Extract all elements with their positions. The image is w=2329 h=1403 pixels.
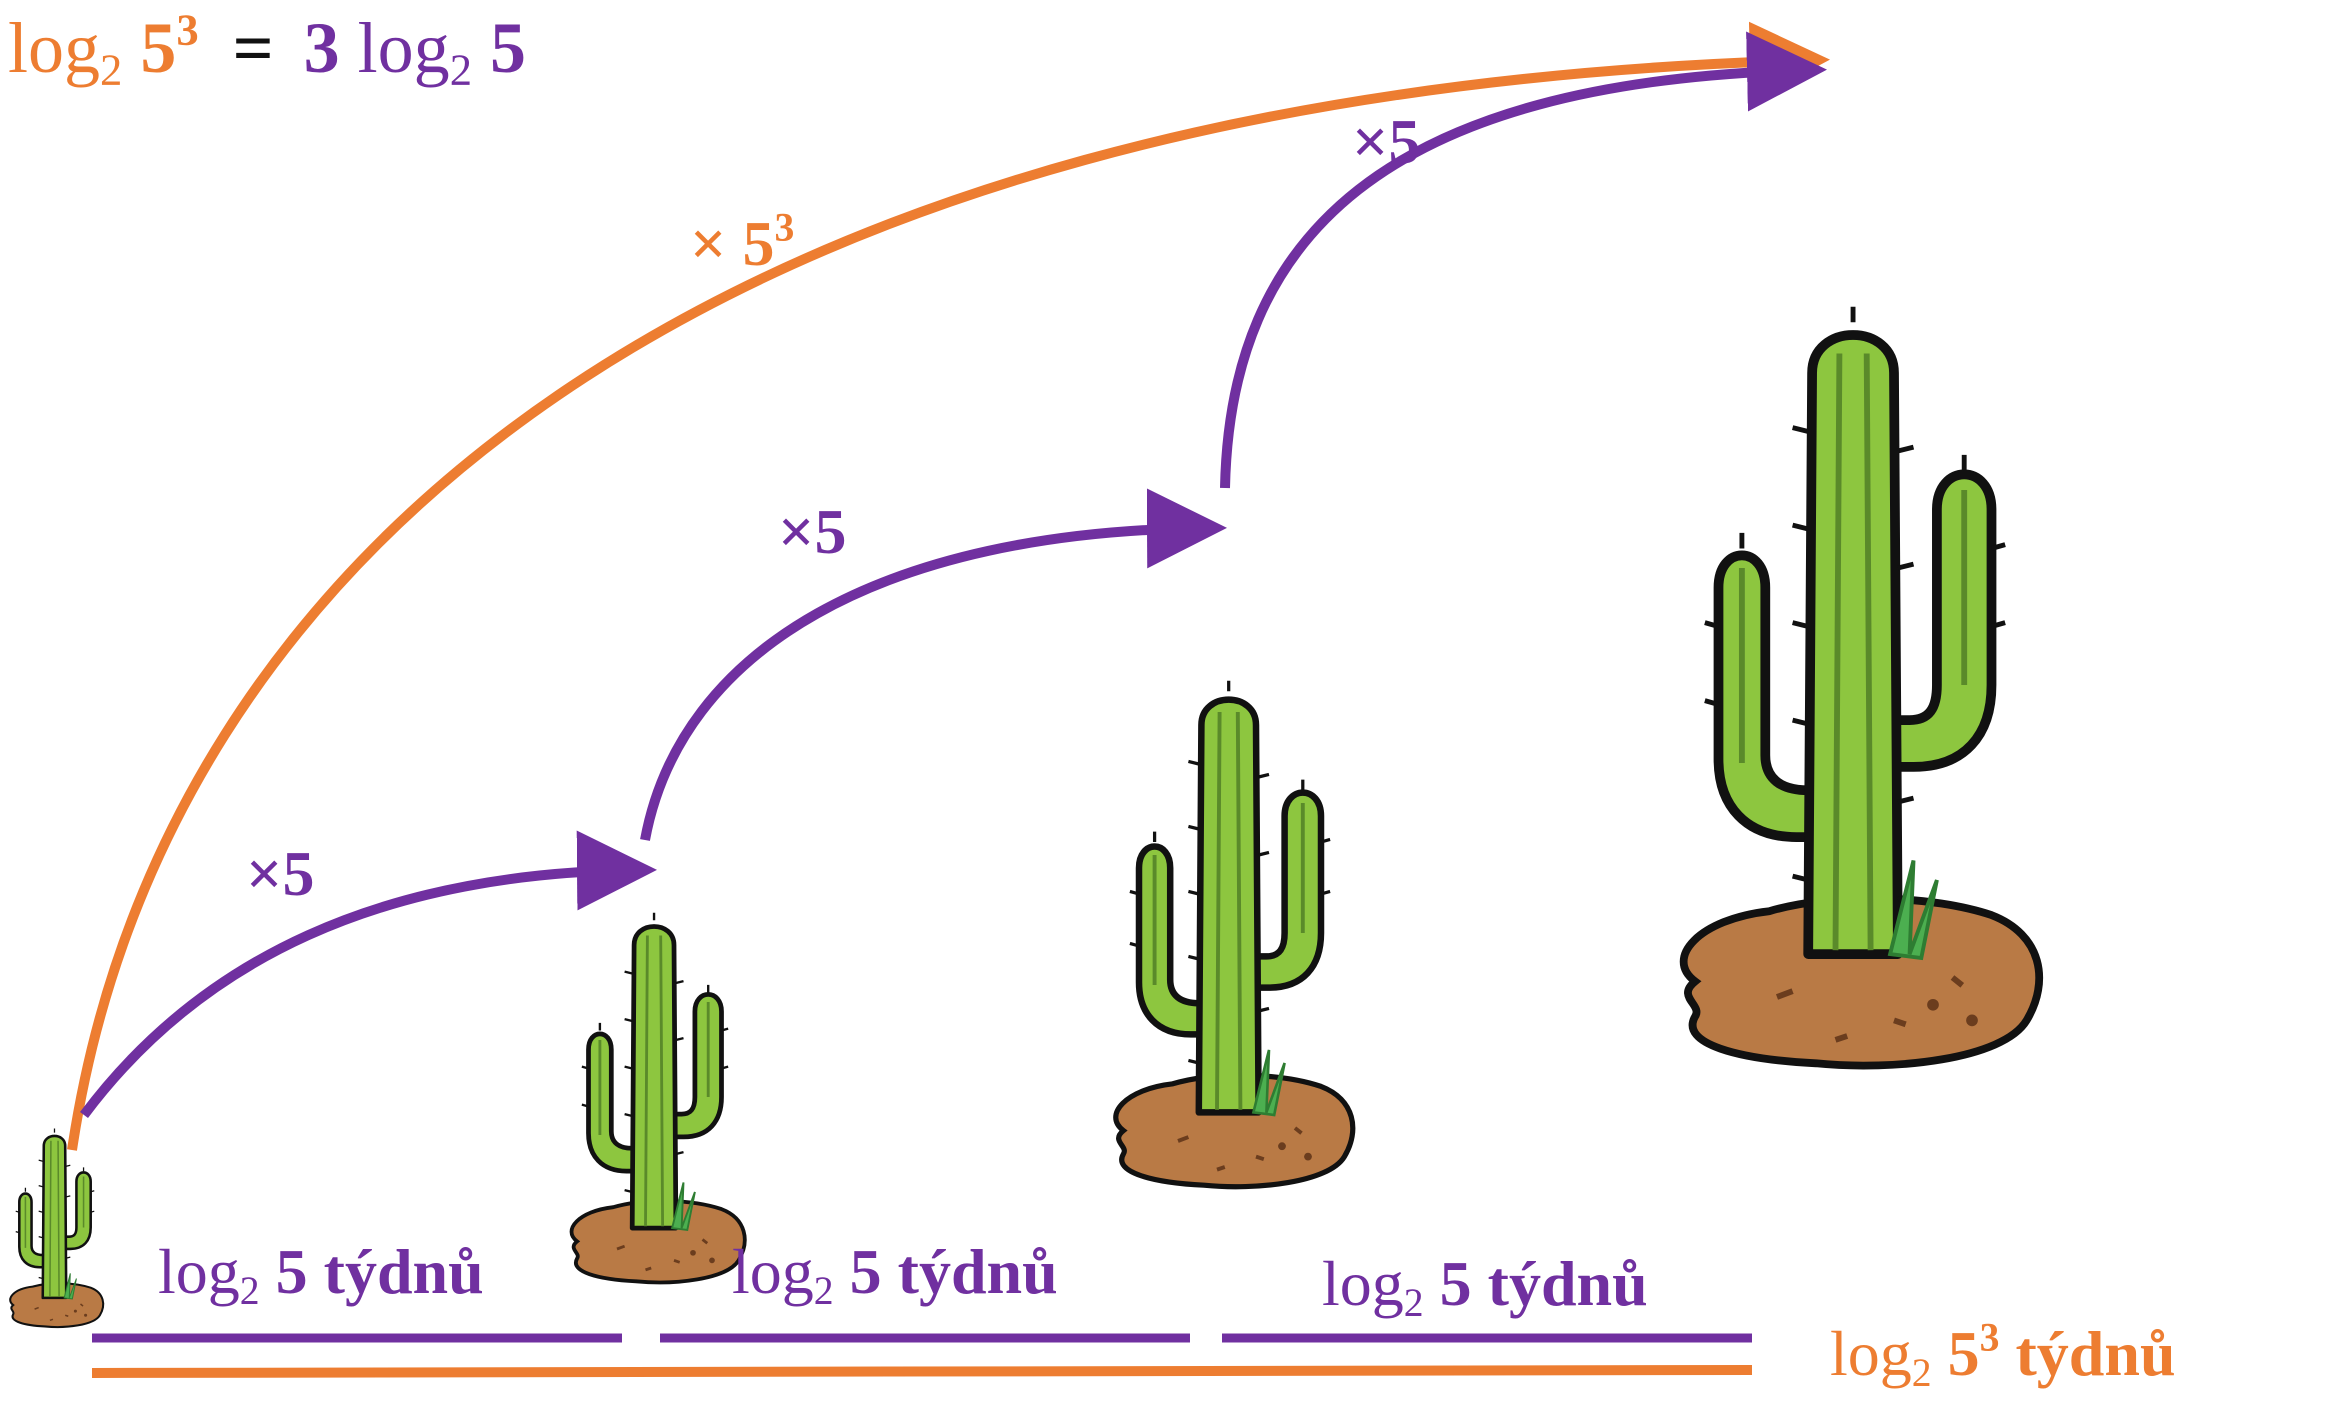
arc-step-1: [84, 870, 642, 1115]
arc-step-2: [645, 528, 1212, 840]
seg1-base: 2: [240, 1269, 260, 1313]
seg1-log: log: [158, 1236, 240, 1307]
eq-rhs-log: log: [358, 8, 450, 88]
eq-rhs-num: 5: [490, 8, 526, 88]
arc-step-2-label: ×5: [778, 500, 846, 564]
eq-equals: =: [233, 8, 274, 88]
eq-rhs-coef: 3: [304, 8, 340, 88]
timeline-total: [92, 1370, 1752, 1373]
arc-total: [72, 60, 1815, 1150]
arc-total-exp: 3: [774, 205, 794, 249]
cactus-1: [10, 1129, 103, 1327]
eq-lhs-log: log: [8, 8, 100, 88]
equation-lhs: log2 53: [8, 8, 199, 88]
total-segment-label: log2 53 týdnů: [1830, 1322, 2176, 1386]
total-base: 2: [1912, 1351, 1932, 1395]
segment-label-2: log2 5 týdnů: [732, 1240, 1058, 1304]
seg1-word: týdnů: [324, 1236, 484, 1307]
eq-lhs-num: 5: [140, 8, 176, 88]
eq-lhs-exp: 3: [176, 4, 198, 54]
arc-total-num: 5: [742, 208, 774, 279]
segment-label-1: log2 5 týdnů: [158, 1240, 484, 1304]
seg1-num: 5: [276, 1236, 308, 1307]
seg3-base: 2: [1404, 1281, 1424, 1325]
arc-total-label: × 53: [690, 212, 794, 276]
cactus-3: [1116, 681, 1353, 1187]
seg3-word: týdnů: [1488, 1248, 1648, 1319]
equation-title: log2 53 = 3 log2 5: [8, 12, 526, 84]
segment-label-3: log2 5 týdnů: [1322, 1252, 1648, 1316]
total-exp: 3: [1980, 1315, 2000, 1359]
total-word: týdnů: [2015, 1318, 2175, 1389]
seg3-log: log: [1322, 1248, 1404, 1319]
arc-step-3: [1225, 70, 1812, 488]
eq-lhs-base: 2: [100, 44, 122, 94]
arc-total-times: ×: [690, 208, 726, 279]
total-num: 5: [1948, 1318, 1980, 1389]
total-log: log: [1830, 1318, 1912, 1389]
arc-step-3-label: ×5: [1352, 110, 1420, 174]
cactus-4: [1684, 307, 2040, 1066]
seg2-num: 5: [850, 1236, 882, 1307]
seg3-num: 5: [1440, 1248, 1472, 1319]
cactus-2: [572, 913, 745, 1283]
seg2-base: 2: [814, 1269, 834, 1313]
equation-rhs: 3 log2 5: [304, 8, 526, 88]
seg2-log: log: [732, 1236, 814, 1307]
arc-step-1-label: ×5: [246, 842, 314, 906]
seg2-word: týdnů: [898, 1236, 1058, 1307]
eq-rhs-base: 2: [450, 44, 472, 94]
